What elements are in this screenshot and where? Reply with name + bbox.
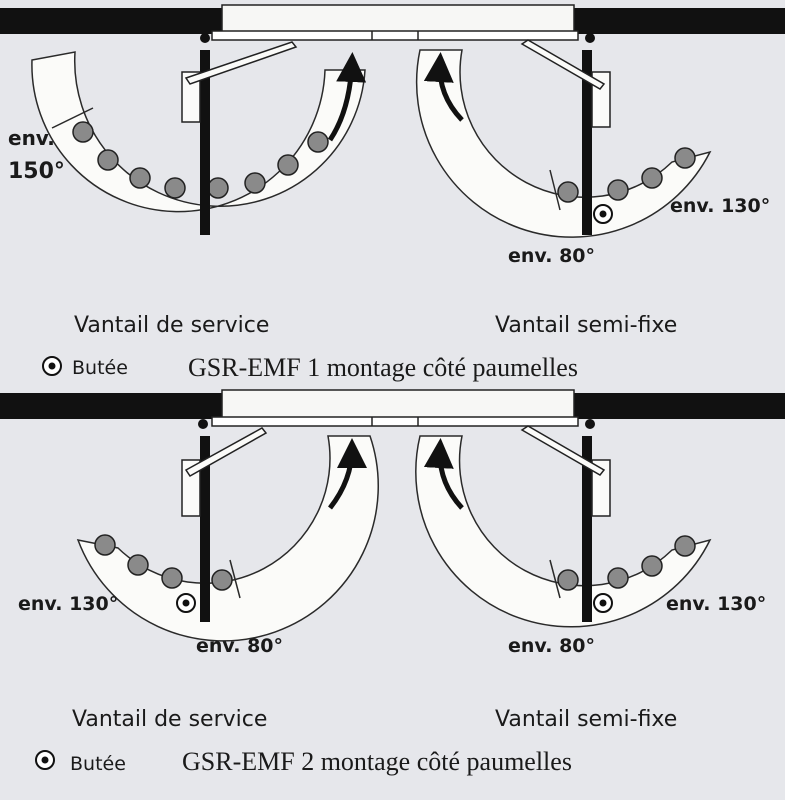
right-outer-angle-label: env. 130° bbox=[670, 195, 770, 217]
left-closer-body bbox=[181, 71, 201, 123]
right-swing-band bbox=[415, 435, 712, 628]
left-band-dots bbox=[94, 534, 233, 591]
panel-caption: GSR-EMF 2 montage côté paumelles bbox=[182, 747, 572, 776]
header-box bbox=[221, 389, 575, 421]
left-angle-label-line1: env. bbox=[8, 126, 55, 150]
right-door-leaf bbox=[582, 50, 592, 235]
right-closer-body bbox=[591, 459, 611, 517]
stop-legend-label: Butée bbox=[70, 753, 126, 775]
right-pivot bbox=[585, 419, 595, 429]
guide-rail bbox=[211, 416, 579, 427]
right-outer-angle-label: env. 130° bbox=[666, 593, 766, 615]
right-leaf-label: Vantail semi-fixe bbox=[495, 313, 677, 338]
left-outer-angle-label: env. 130° bbox=[18, 593, 118, 615]
left-pivot bbox=[200, 33, 210, 43]
left-opening-arrow bbox=[328, 438, 367, 510]
panel-gsr-emf-2: env. 130° env. 80° env. 80° env. 130° Va… bbox=[0, 389, 785, 776]
right-swing-band bbox=[415, 49, 712, 238]
left-door-leaf bbox=[200, 436, 210, 622]
left-swing-band bbox=[76, 435, 379, 642]
stop-legend-label: Butée bbox=[72, 357, 128, 379]
left-angle-label-line2: 150° bbox=[8, 159, 65, 184]
panel-gsr-emf-1: env. 150° env. 130° env. 80° Vantail de … bbox=[0, 4, 785, 382]
right-band-dots bbox=[557, 147, 696, 203]
left-inner-angle-label: env. 80° bbox=[196, 635, 283, 657]
left-closer-arm bbox=[184, 427, 268, 477]
guide-rail bbox=[211, 30, 579, 41]
left-door-leaf bbox=[200, 50, 210, 235]
left-opening-arrow bbox=[327, 52, 367, 142]
panel-caption: GSR-EMF 1 montage côté paumelles bbox=[188, 353, 578, 382]
left-leaf-label: Vantail de service bbox=[74, 313, 269, 338]
right-opening-arrow bbox=[423, 52, 464, 122]
right-band-dots bbox=[557, 535, 696, 591]
right-inner-angle-label: env. 80° bbox=[508, 635, 595, 657]
right-inner-angle-label: env. 80° bbox=[508, 245, 595, 267]
left-closer-body bbox=[181, 459, 201, 517]
right-opening-arrow bbox=[423, 438, 464, 510]
left-pivot bbox=[198, 419, 208, 429]
left-band-dots bbox=[72, 121, 329, 199]
header-box bbox=[221, 4, 575, 36]
right-leaf-label: Vantail semi-fixe bbox=[495, 707, 677, 732]
right-closer-arm bbox=[520, 425, 606, 476]
stop-legend-icon bbox=[35, 750, 55, 770]
left-leaf-label: Vantail de service bbox=[72, 707, 267, 732]
stop-legend-icon bbox=[42, 356, 62, 376]
right-closer-arm bbox=[520, 39, 606, 90]
right-door-leaf bbox=[582, 436, 592, 622]
left-closer-arm bbox=[184, 41, 298, 85]
right-pivot bbox=[585, 33, 595, 43]
